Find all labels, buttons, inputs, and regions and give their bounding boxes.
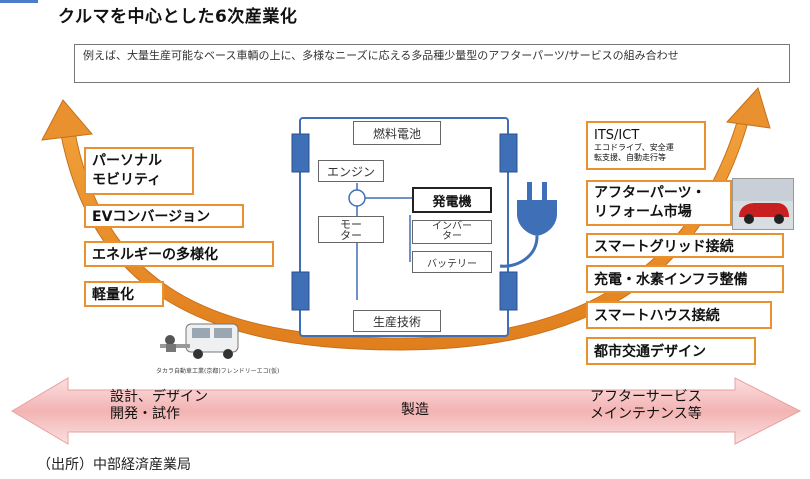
stage-after-service: アフターサービス メインテナンス等: [590, 389, 702, 423]
right-item-smart-grid: スマートグリッド接続: [586, 233, 784, 258]
wheel-rear-left: [291, 271, 310, 311]
example-note: 例えば、大量生産可能なベース車輌の上に、多様なニーズに応える多品種少量型のアフタ…: [74, 44, 790, 83]
after-parts-label-2: リフォーム市場: [594, 204, 692, 220]
right-item-label: スマートグリッド接続: [594, 238, 734, 255]
right-item-after-parts: アフターパーツ・ リフォーム市場: [586, 180, 732, 226]
bottom-double-arrow: [11, 377, 802, 445]
wheel-rear-right: [499, 271, 518, 311]
vehicle-photo: タカラ自動車工業(京都)フレンドリーエコ(仮): [156, 318, 279, 375]
plug-icon: [499, 182, 557, 268]
generator-box: 発電機: [412, 187, 492, 213]
red-car-image: [733, 179, 793, 224]
inverter-label-2: ター: [442, 231, 462, 242]
page-title: クルマを中心とした6次産業化: [58, 7, 298, 27]
engine-box: エンジン: [318, 160, 384, 182]
right-item-urban-transport: 都市交通デザイン: [586, 337, 756, 365]
photo-caption: タカラ自動車工業(京都)フレンドリーエコ(仮): [156, 368, 280, 375]
engine-shaft-circle: [348, 189, 366, 207]
inverter-label-1: インバー: [432, 221, 472, 232]
wheel-front-right: [499, 133, 518, 173]
battery-box: バッテリー: [412, 251, 492, 273]
right-item-label: 都市交通デザイン: [594, 344, 706, 360]
left-item-energy-diversification: エネルギーの多様化: [84, 241, 274, 267]
title-accent-bar: [0, 0, 38, 3]
stage-design-line-1: 設計、デザイン: [110, 389, 208, 405]
motor-box: モー ター: [318, 216, 384, 243]
stage-manufacturing: 製造: [401, 402, 429, 418]
left-item-lightweight: 軽量化: [84, 281, 164, 307]
its-title: ITS/ICT: [594, 128, 640, 143]
u-arrow-right-head: [725, 87, 771, 129]
wheel-front-left: [291, 133, 310, 173]
left-item-label: モビリティ: [92, 172, 162, 188]
right-item-label: スマートハウス接続: [594, 308, 720, 324]
motor-label-2: ター: [340, 228, 362, 242]
source-note: （出所）中部経済産業局: [37, 457, 191, 473]
u-arrow-left-head: [41, 99, 93, 141]
production-tech-box: 生産技術: [353, 310, 441, 332]
left-item-personal-mobility: パーソナル モビリティ: [84, 147, 194, 195]
its-sub-2: 転支援、自動走行等: [594, 153, 666, 162]
right-item-label: 充電・水素インフラ整備: [594, 272, 748, 288]
left-item-label: 軽量化: [92, 287, 134, 303]
its-sub-1: エコドライブ、安全運: [594, 143, 674, 152]
stage-after-line-2: メインテナンス等: [590, 406, 702, 422]
fuel-cell-box: 燃料電池: [353, 121, 441, 145]
stage-design-line-2: 開発・試作: [110, 406, 180, 422]
wheelchair-van-image: [160, 323, 239, 359]
stage-after-line-1: アフターサービス: [590, 389, 702, 405]
inverter-box: インバー ター: [412, 220, 492, 244]
left-item-label: EVコンバージョン: [92, 209, 211, 225]
left-item-label: エネルギーの多様化: [92, 247, 218, 263]
motor-label-1: モー: [340, 217, 362, 231]
right-item-its-ict: ITS/ICT エコドライブ、安全運 転支援、自動走行等: [586, 121, 706, 170]
left-item-ev-conversion: EVコンバージョン: [84, 204, 244, 228]
after-parts-label-1: アフターパーツ・: [594, 185, 706, 201]
right-item-smart-house: スマートハウス接続: [586, 301, 772, 329]
left-item-label: パーソナル: [92, 153, 162, 169]
stage-design: 設計、デザイン 開発・試作: [110, 389, 208, 423]
right-item-charging-hydrogen: 充電・水素インフラ整備: [586, 265, 784, 293]
after-parts-car-photo: [732, 178, 794, 230]
